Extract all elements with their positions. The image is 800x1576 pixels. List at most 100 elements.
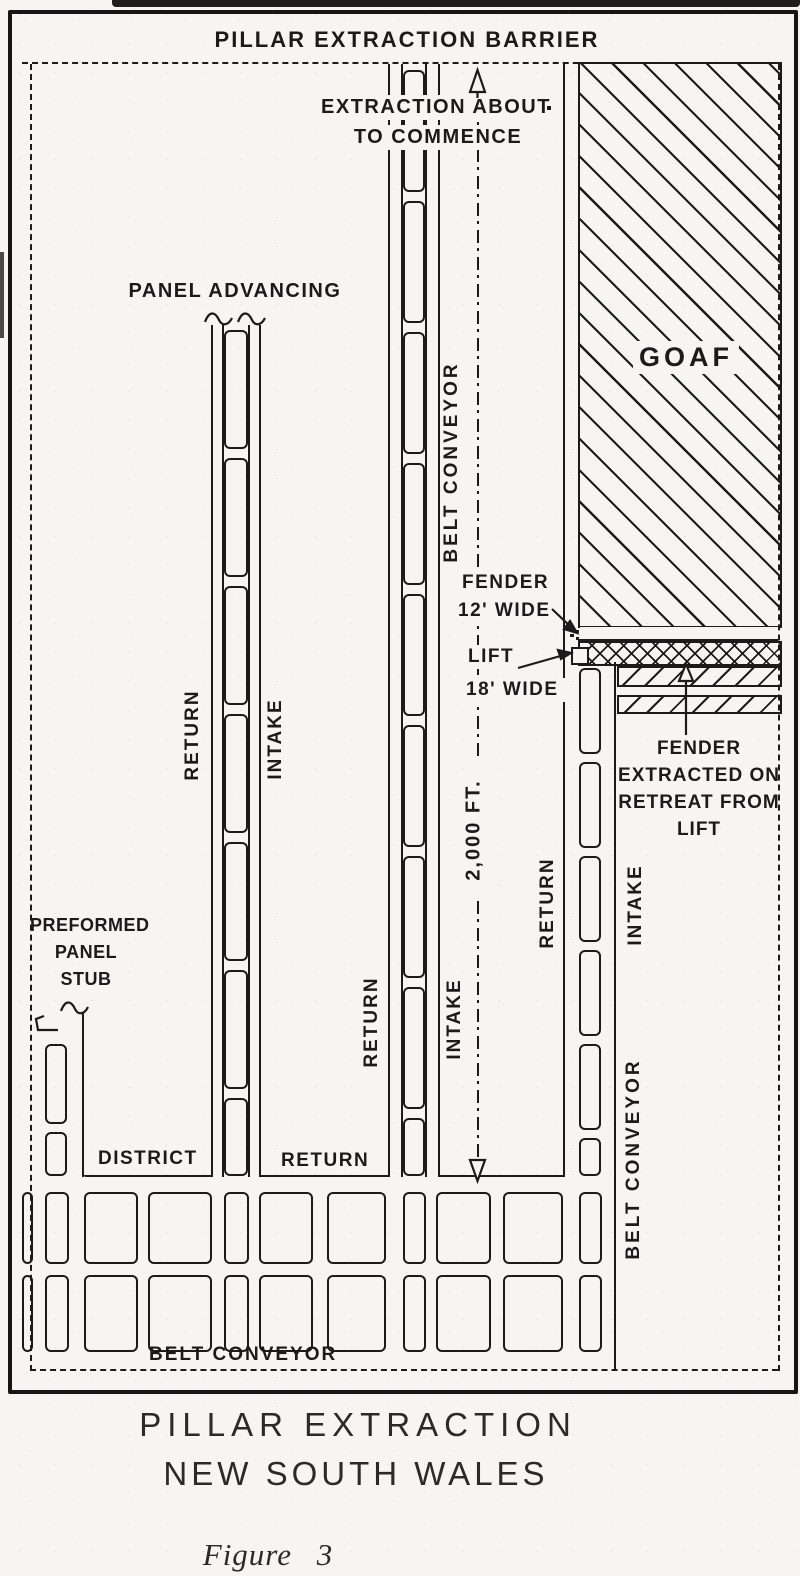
junction-road-edge — [440, 1175, 564, 1178]
bottom-belt-label: BELT CONVEYOR — [149, 1344, 338, 1365]
right-panel-pillar — [579, 1138, 601, 1176]
fender-label-line1: FENDER — [456, 571, 556, 595]
advancing-panel-pillar — [224, 970, 248, 1089]
preformed-stub-line: PREFORMED — [30, 915, 150, 935]
fender-extracted-line: EXTRACTED ON — [618, 765, 780, 786]
right-heading-line — [614, 662, 617, 1371]
preformed-stub-line: PANEL — [54, 942, 118, 962]
barrier-title: PILLAR EXTRACTION BARRIER — [214, 27, 600, 52]
advancing-return-label: RETURN — [182, 689, 203, 781]
extracted-strip-2 — [617, 695, 782, 714]
district-grid-pillar — [45, 1275, 69, 1352]
central-panel-pillar — [403, 1118, 425, 1176]
stub-road-line — [82, 1012, 85, 1177]
district-grid-pillar — [22, 1192, 33, 1264]
lift-label-line2: 18' WIDE — [460, 678, 565, 702]
goaf-label: GOAF — [633, 341, 739, 374]
central-return-label: RETURN — [361, 976, 382, 1068]
preformed-stub-line: STUB — [60, 969, 112, 989]
district-grid-pillar — [436, 1192, 491, 1264]
stub-panel-pillar — [45, 1132, 67, 1176]
figure-border — [8, 10, 798, 1394]
advancing-panel-pillar — [224, 714, 248, 833]
central-panel-pillar — [403, 594, 425, 716]
fender-label-line2: 12' WIDE — [452, 599, 557, 623]
extraction-about-line2: TO COMMENCE — [347, 125, 529, 150]
district-grid-pillar — [224, 1192, 249, 1264]
right-panel-pillar — [579, 856, 601, 942]
district-grid-pillar — [503, 1192, 563, 1264]
district-grid-pillar — [22, 1275, 33, 1352]
central-belt-label: BELT CONVEYOR — [440, 355, 464, 569]
right-panel-pillar — [579, 950, 601, 1036]
stub-panel-pillar — [45, 1044, 67, 1124]
right-panel-road-line — [563, 64, 566, 1177]
right-boundary-line — [778, 64, 780, 1371]
advancing-panel-pillar — [224, 586, 248, 705]
right-panel-pillar — [579, 762, 601, 848]
advancing-panel-road-line — [222, 325, 225, 1177]
district-return-label: RETURN — [281, 1150, 370, 1171]
advancing-panel-pillar — [224, 1098, 248, 1176]
central-panel-pillar — [403, 463, 425, 585]
central-panel-road-line — [388, 64, 391, 1177]
barrier-dashed-line — [22, 62, 779, 64]
advancing-panel-road-line — [211, 325, 214, 1177]
right-panel-pillar — [579, 1044, 601, 1130]
district-grid-pillar — [503, 1275, 563, 1352]
district-grid-pillar — [224, 1275, 249, 1352]
right-panel-pillar — [579, 668, 601, 754]
district-grid-pillar — [436, 1275, 491, 1352]
district-grid-pillar — [403, 1275, 426, 1352]
district-grid-pillar — [579, 1275, 602, 1352]
caption-line2: NEW SOUTH WALES — [163, 1455, 549, 1492]
scan-smudge-left — [0, 252, 4, 338]
dimension-line-lower — [477, 901, 480, 1163]
left-boundary-line — [30, 64, 32, 1371]
fender-strip — [580, 627, 778, 640]
advancing-panel-road-line — [259, 325, 262, 1177]
district-grid-pillar — [327, 1192, 386, 1264]
central-panel-pillar — [403, 332, 425, 454]
district-grid-pillar — [403, 1192, 426, 1264]
district-grid-pillar — [259, 1275, 313, 1352]
central-panel-road-line — [438, 64, 441, 1177]
advancing-panel-road-line — [248, 325, 251, 1177]
lift-label-line1: LIFT — [462, 645, 521, 669]
advancing-panel-pillar — [224, 330, 248, 449]
district-label: DISTRICT — [98, 1148, 198, 1169]
caption-line1: PILLAR EXTRACTION — [139, 1406, 577, 1443]
central-panel-road-line — [401, 64, 404, 1177]
lift-strip — [578, 641, 782, 666]
central-panel-pillar — [403, 856, 425, 978]
central-intake-label: INTAKE — [444, 978, 465, 1060]
advancing-panel-pillar — [224, 842, 248, 961]
bottom-boundary-line — [30, 1369, 778, 1371]
central-panel-pillar — [403, 987, 425, 1109]
central-panel-pillar — [403, 201, 425, 323]
dimension-label: 2,000 FT. — [461, 773, 487, 887]
district-grid-pillar — [45, 1192, 69, 1264]
extraction-about-line1: EXTRACTION ABOUT — [315, 95, 557, 120]
central-panel-road-line — [425, 64, 428, 1177]
junction-road-edge — [261, 1175, 389, 1178]
district-grid-pillar — [84, 1275, 138, 1352]
fender-strip-bottom — [578, 639, 778, 642]
central-panel-pillar — [403, 725, 425, 847]
panel-advancing-label: PANEL ADVANCING — [128, 280, 342, 302]
right-intake-label: INTAKE — [625, 864, 646, 946]
extracted-strip-1 — [617, 666, 782, 687]
preformed-stub-note: PREFORMED PANEL STUB — [30, 912, 150, 993]
district-grid-pillar — [84, 1192, 138, 1264]
lift-face-box — [571, 647, 589, 665]
advancing-intake-label: INTAKE — [265, 698, 286, 780]
district-grid-pillar — [148, 1192, 212, 1264]
district-grid-pillar — [579, 1192, 602, 1264]
dimension-line-upper — [477, 95, 480, 757]
junction-road-edge — [84, 1175, 212, 1178]
right-belt-label: BELT CONVEYOR — [623, 1058, 644, 1260]
fender-extracted-line: FENDER — [656, 738, 742, 759]
scan-smudge-top — [112, 0, 800, 7]
fender-extracted-note: FENDER EXTRACTED ON RETREAT FROM LIFT — [612, 735, 786, 843]
